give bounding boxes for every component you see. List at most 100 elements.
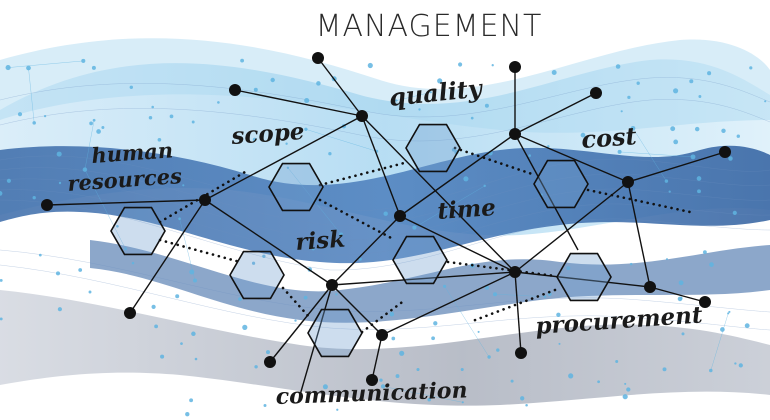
speckle-dot: [627, 95, 631, 100]
speckle-dot: [57, 307, 62, 312]
speckle-dot: [285, 142, 288, 145]
speckle-dot: [626, 387, 631, 392]
speckle-dot: [487, 355, 491, 359]
speckle-dot: [736, 134, 740, 138]
speckle-dot: [58, 181, 62, 185]
speckle-dot: [160, 354, 165, 359]
speckle-dot: [412, 225, 417, 230]
speckle-dot: [175, 294, 180, 299]
wave-dark-band: [0, 145, 770, 264]
speckle-dot: [89, 121, 93, 126]
speckle-dot: [580, 132, 586, 138]
speckle-dot: [336, 408, 339, 411]
network-node-20: [515, 347, 527, 359]
speckle-dot: [238, 297, 242, 301]
speckle-dot: [721, 128, 726, 134]
network-node-10: [376, 329, 388, 341]
speckle-dot: [734, 362, 737, 365]
network-node-2: [199, 194, 211, 206]
speckle-dot: [92, 118, 96, 122]
network-node-14: [590, 87, 602, 99]
speckle-dot: [252, 137, 257, 142]
speckle-dot: [191, 331, 196, 337]
speckle-dot: [26, 65, 31, 71]
speckle-dot: [744, 323, 750, 329]
speckle-dot: [702, 250, 707, 255]
network-node-3: [229, 84, 241, 96]
network-node-11: [366, 374, 378, 386]
speckle-dot: [101, 126, 105, 129]
speckle-dot: [458, 62, 463, 67]
speckle-dot: [483, 184, 486, 188]
speckle-dot: [622, 394, 628, 400]
speckle-dot: [328, 152, 332, 156]
speckle-dot: [262, 254, 266, 258]
network-nodes: [41, 52, 731, 386]
label-time: time: [437, 194, 497, 225]
speckle-dot: [470, 116, 474, 120]
speckle-dot: [696, 176, 702, 181]
speckle-dot: [217, 101, 220, 104]
speckle-dot: [0, 317, 3, 321]
hexagon-node-6: [392, 235, 448, 285]
hexagon-node-8: [556, 252, 612, 302]
wave-mesh-lines: [0, 77, 770, 331]
speckle-dot: [131, 261, 135, 265]
speckle-dot: [620, 110, 623, 113]
network-node-8: [124, 307, 136, 319]
speckle-dot: [189, 398, 194, 403]
speckle-dot: [689, 79, 694, 84]
speckle-dot: [180, 342, 183, 345]
speckle-dot: [678, 280, 684, 286]
speckle-dot: [391, 336, 396, 341]
speckle-dot: [56, 151, 62, 157]
dotted-line-hex3-hex5: [453, 146, 537, 177]
network-node-15: [622, 176, 634, 188]
speckle-dot: [673, 139, 679, 145]
speckle-dot: [81, 58, 86, 63]
speckle-dot: [615, 64, 621, 69]
speckle-dot: [679, 296, 683, 300]
speckle-dot: [304, 127, 308, 131]
speckle-dot: [169, 114, 174, 119]
speckle-dot: [395, 374, 400, 379]
speckle-dot: [463, 176, 469, 182]
speckle-link: [8, 60, 84, 68]
speckle-dot: [311, 247, 315, 251]
speckle-dot: [491, 64, 494, 67]
speckle-link: [619, 151, 694, 158]
speckle-dot: [558, 342, 561, 345]
network-node-18: [644, 281, 656, 293]
speckle-link: [414, 185, 485, 228]
speckle-dot: [617, 149, 622, 154]
speckle-dot: [496, 348, 500, 352]
speckle-dot: [253, 87, 258, 92]
speckle-dot: [597, 380, 600, 384]
speckle-dot: [32, 121, 36, 125]
label-cost: cost: [580, 121, 637, 154]
label-risk: risk: [295, 226, 347, 256]
speckle-dot: [151, 105, 154, 109]
speckle-dot: [116, 224, 119, 228]
speckle-dot: [690, 154, 696, 160]
speckle-dot: [547, 145, 550, 148]
speckle-dot: [304, 97, 310, 104]
speckle-dot: [707, 71, 712, 76]
speckle-dot: [543, 295, 547, 298]
network-node-16: [719, 146, 731, 158]
speckle-dot: [668, 190, 671, 193]
speckle-dot: [615, 360, 619, 363]
speckle-dot: [294, 319, 297, 322]
hexagon-node-4: [533, 159, 589, 209]
hexagon-node-7: [307, 308, 363, 358]
speckle-dot: [485, 285, 489, 290]
speckle-dot: [416, 367, 420, 372]
speckle-dot: [568, 373, 574, 379]
speckle-dot: [510, 379, 514, 383]
speckle-dot: [88, 290, 92, 294]
hexagon-node-3: [405, 123, 461, 173]
speckle-dot: [720, 327, 725, 332]
network-node-7: [326, 279, 338, 291]
speckle-dot: [437, 78, 443, 84]
